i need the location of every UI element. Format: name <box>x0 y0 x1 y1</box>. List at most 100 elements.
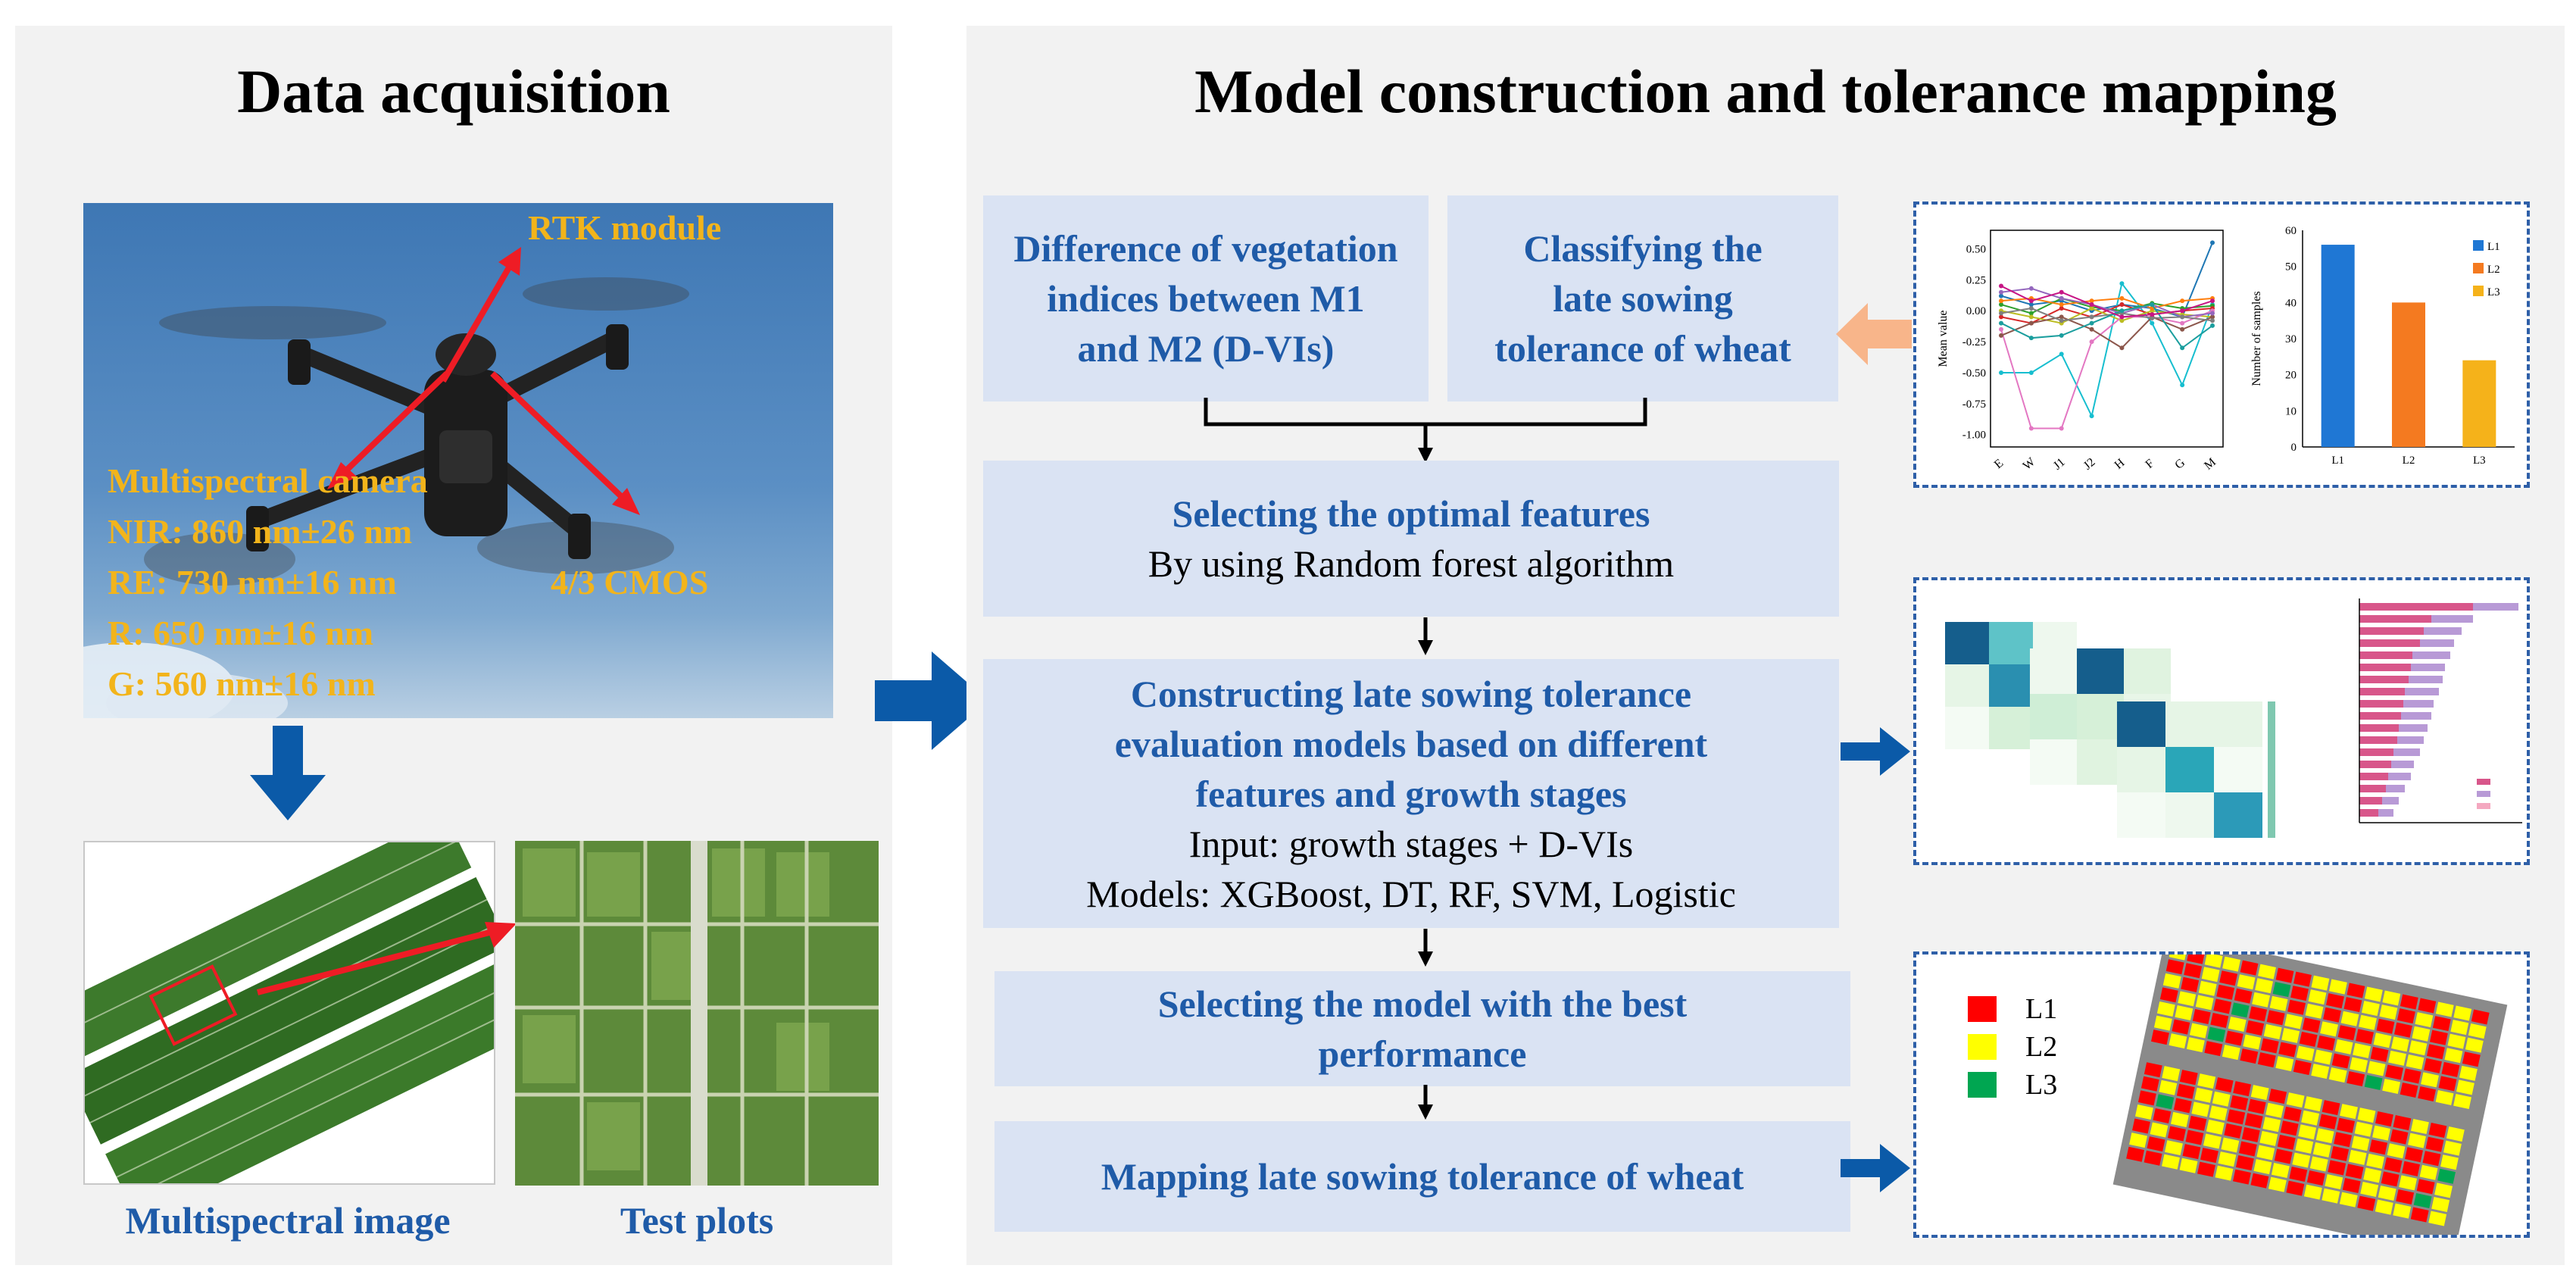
dvis-box: Difference of vegetation indices between… <box>983 195 1429 401</box>
tolerance-map-plot <box>2435 1001 2454 1017</box>
drone-illustration <box>83 247 689 718</box>
bar-chart-ytick: 40 <box>2285 297 2297 309</box>
tolerance-map-plot <box>2471 1009 2490 1025</box>
tolerance-map-plot <box>2275 1056 2294 1072</box>
tolerance-map-plot <box>2233 1169 2251 1185</box>
tolerance-map-plot <box>2162 973 2181 989</box>
tolerance-map-plot <box>2156 1094 2175 1110</box>
line-chart-series <box>2001 281 2213 419</box>
line-chart-ytick: -0.25 <box>1962 336 1986 348</box>
tolerance-map-plot <box>2431 1196 2450 1212</box>
r-band-label: R: 650 nm±16 nm <box>108 614 374 652</box>
tolerance-map-plot <box>2272 982 2291 998</box>
tolerance-map-plot <box>2393 1022 2412 1038</box>
tolerance-map-plot <box>2366 1153 2385 1169</box>
tolerance-map-plot <box>2375 1111 2393 1127</box>
evaluation-panel <box>1913 577 2530 865</box>
tolerance-map-plot <box>2140 1076 2159 1092</box>
tolerance-map-plot <box>2249 1006 2268 1022</box>
line-chart-point <box>2028 305 2034 311</box>
tolerance-map-plot <box>2268 1176 2287 1192</box>
line-chart-frame <box>1990 230 2224 448</box>
tolerance-map-plot <box>2286 1092 2305 1108</box>
tolerance-map-plot <box>2275 967 2294 983</box>
line-chart-point <box>2180 383 2185 388</box>
classifying-box-text: Classifying the late sowing tolerance of… <box>1494 227 1791 370</box>
tolerance-map-plot <box>2280 1120 2299 1136</box>
tolerance-map-plot <box>2195 995 2214 1011</box>
tolerance-map-plot <box>2438 1076 2457 1092</box>
tolerance-map-plot <box>2290 986 2309 1001</box>
tolerance-map-plot <box>2348 1149 2367 1165</box>
tolerance-map-plot <box>2382 990 2401 1006</box>
bar-chart-bar <box>2462 360 2496 447</box>
bar-chart-legend-label: L3 <box>2487 286 2500 298</box>
constructing-models-list: Models: XGBoost, DT, RF, SVM, Logistic <box>1086 872 1736 915</box>
confusion-matrix-3 <box>2117 701 2275 838</box>
tolerance-map-plot <box>2295 1138 2314 1154</box>
selecting-features-title: Selecting the optimal features <box>1172 492 1650 535</box>
tolerance-map-plot <box>2250 1173 2269 1189</box>
tolerance-map-plot <box>2322 1100 2340 1116</box>
tolerance-map-plot <box>2227 1109 2246 1125</box>
legend-l3-swatch <box>1968 1072 1997 1098</box>
down-arrow <box>250 726 326 820</box>
line-chart-point <box>1999 314 2003 320</box>
tolerance-map-plot <box>2357 1108 2376 1123</box>
tolerance-map-plot <box>2176 1083 2195 1099</box>
tolerance-map-plot <box>2153 1015 2172 1031</box>
tolerance-map-plot <box>2334 1132 2353 1148</box>
tolerance-map-plot <box>2298 1124 2317 1140</box>
tolerance-map-plot <box>2203 1133 2222 1149</box>
tolerance-map-plot <box>2219 970 2238 986</box>
line-chart-series <box>2000 285 2213 318</box>
line-chart-point <box>2210 318 2215 323</box>
bar-chart-ytick: 10 <box>2285 405 2297 417</box>
tolerance-map-plot <box>2253 1159 2272 1175</box>
line-chart-point <box>2150 320 2155 326</box>
constructing-models-box: Constructing late sowing tolerance evalu… <box>983 659 1839 928</box>
line-chart-point <box>2059 314 2064 320</box>
line-chart-point <box>2180 320 2185 326</box>
re-band-label: RE: 730 nm±16 nm <box>108 563 397 601</box>
tolerance-map-plot <box>2281 1027 2300 1043</box>
tolerance-map-plot <box>2345 1164 2364 1179</box>
line-chart-point <box>2028 336 2034 341</box>
line-chart-xtick: J2 <box>2081 455 2098 472</box>
tolerance-map-plot <box>2406 1054 2425 1070</box>
tolerance-map-plot <box>2135 1104 2153 1120</box>
line-chart-point <box>2180 314 2185 320</box>
tolerance-map-plot <box>2162 1066 2181 1082</box>
tolerance-map-plot <box>2434 1183 2453 1198</box>
tolerance-map-plot <box>2172 1019 2190 1035</box>
tolerance-map-plot <box>2314 1049 2333 1065</box>
tolerance-map-plot <box>2284 1014 2303 1029</box>
tolerance-map-plot <box>2182 1144 2201 1160</box>
tolerance-map-plot <box>2428 1211 2447 1226</box>
tolerance-map-plot <box>2422 1151 2441 1167</box>
tolerance-map-plot <box>2323 1007 2341 1023</box>
line-chart-point <box>2180 298 2185 304</box>
tolerance-map-plot <box>2278 1042 2297 1058</box>
tolerance-map-plot <box>2465 1037 2484 1053</box>
tolerance-map-plot <box>2221 1137 2240 1153</box>
tolerance-map-plot <box>2331 1145 2350 1161</box>
bar-chart-legend-swatch <box>2473 240 2484 251</box>
tolerance-map-plot <box>2259 1130 2278 1146</box>
legend-l1-swatch <box>1968 996 1997 1022</box>
multispectral-image-caption: Multispectral image <box>125 1199 451 1242</box>
cmos-label: 4/3 CMOS <box>551 563 709 601</box>
tolerance-map-plot <box>2326 993 2344 1009</box>
tolerance-map-plot <box>2361 1001 2380 1017</box>
tolerance-map-plot <box>2169 955 2187 961</box>
tolerance-map-plot <box>2293 971 2312 987</box>
tolerance-map-plot <box>2317 1035 2336 1051</box>
tolerance-map-plot <box>2255 978 2274 994</box>
tolerance-map-plot <box>2425 1136 2444 1152</box>
flow-arrow-1 <box>1418 617 1433 655</box>
tolerance-map-plot <box>2170 1111 2189 1127</box>
tolerance-map-plot <box>2381 1171 2400 1187</box>
line-chart-point <box>1999 293 2003 298</box>
tolerance-map-plot <box>2293 1060 2312 1076</box>
tolerance-map-plot <box>2357 1195 2376 1211</box>
